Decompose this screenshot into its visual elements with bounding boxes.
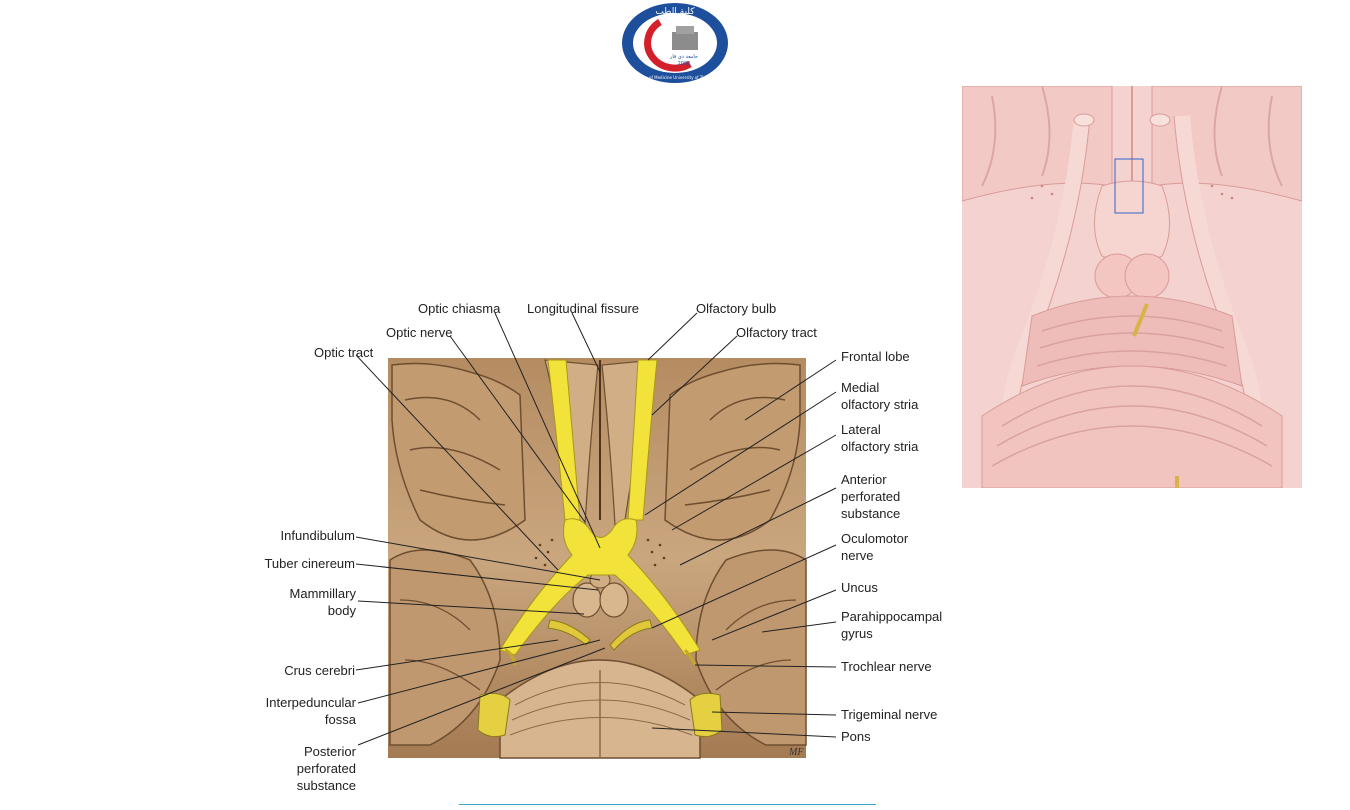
logo-year: 2002 — [678, 61, 691, 67]
label-trigeminal-nerve: Trigeminal nerve — [841, 707, 937, 722]
label-parahippocampal-2: gyrus — [841, 626, 873, 641]
label-mammillary-2: body — [328, 603, 357, 618]
label-anterior-perforated-3: substance — [841, 506, 900, 521]
logo-arabic-top: كلية الطب — [655, 7, 695, 17]
label-olfactory-bulb: Olfactory bulb — [696, 301, 776, 316]
label-interpeduncular-1: Interpeduncular — [266, 695, 357, 710]
label-infundibulum: Infundibulum — [281, 528, 355, 543]
bottom-rule — [459, 804, 876, 805]
label-uncus: Uncus — [841, 580, 878, 595]
label-longitudinal-fissure: Longitudinal fissure — [527, 301, 639, 316]
highlight-box — [1114, 158, 1144, 214]
label-crus-cerebri: Crus cerebri — [284, 663, 355, 678]
label-lateral-olfactory-stria-1: Lateral — [841, 422, 881, 437]
label-medial-olfactory-stria-2: olfactory stria — [841, 397, 919, 412]
college-logo: كلية الطب جامعة ذي قار 2002 College of M… — [620, 2, 730, 84]
label-trochlear-nerve: Trochlear nerve — [841, 659, 932, 674]
label-anterior-perforated-2: perforated — [841, 489, 900, 504]
label-optic-tract: Optic tract — [314, 345, 374, 360]
label-posterior-perforated-1: Posterior — [304, 744, 357, 759]
nerve-structures — [477, 359, 723, 738]
logo-ring-text: College of Medicine University of Thi - … — [633, 75, 718, 80]
label-optic-chiasma: Optic chiasma — [418, 301, 501, 316]
inset-brain-illustration — [961, 85, 1303, 489]
leader-lines — [355, 312, 837, 746]
artist-signature: MF — [788, 747, 804, 758]
label-parahippocampal-1: Parahippocampal — [841, 609, 942, 624]
logo-emblem-icon: كلية الطب جامعة ذي قار 2002 College of M… — [622, 3, 728, 83]
label-frontal-lobe: Frontal lobe — [841, 349, 910, 364]
brain-illustration — [388, 358, 807, 759]
label-interpeduncular-2: fossa — [325, 712, 357, 727]
label-tuber-cinereum: Tuber cinereum — [264, 556, 355, 571]
diagram-labels: Optic chiasma Longitudinal fissure Olfac… — [264, 301, 942, 793]
label-pons: Pons — [841, 729, 871, 744]
label-mammillary-1: Mammillary — [290, 586, 357, 601]
label-oculomotor-1: Oculomotor — [841, 531, 909, 546]
label-posterior-perforated-3: substance — [297, 778, 356, 793]
inset-brain-icon — [961, 85, 1303, 489]
logo-arabic-mid: جامعة ذي قار — [669, 54, 698, 60]
label-anterior-perforated-1: Anterior — [841, 472, 887, 487]
label-oculomotor-2: nerve — [841, 548, 874, 563]
label-optic-nerve: Optic nerve — [386, 325, 452, 340]
label-posterior-perforated-2: perforated — [297, 761, 356, 776]
label-olfactory-tract: Olfactory tract — [736, 325, 817, 340]
label-lateral-olfactory-stria-2: olfactory stria — [841, 439, 919, 454]
label-medial-olfactory-stria-1: Medial — [841, 380, 879, 395]
